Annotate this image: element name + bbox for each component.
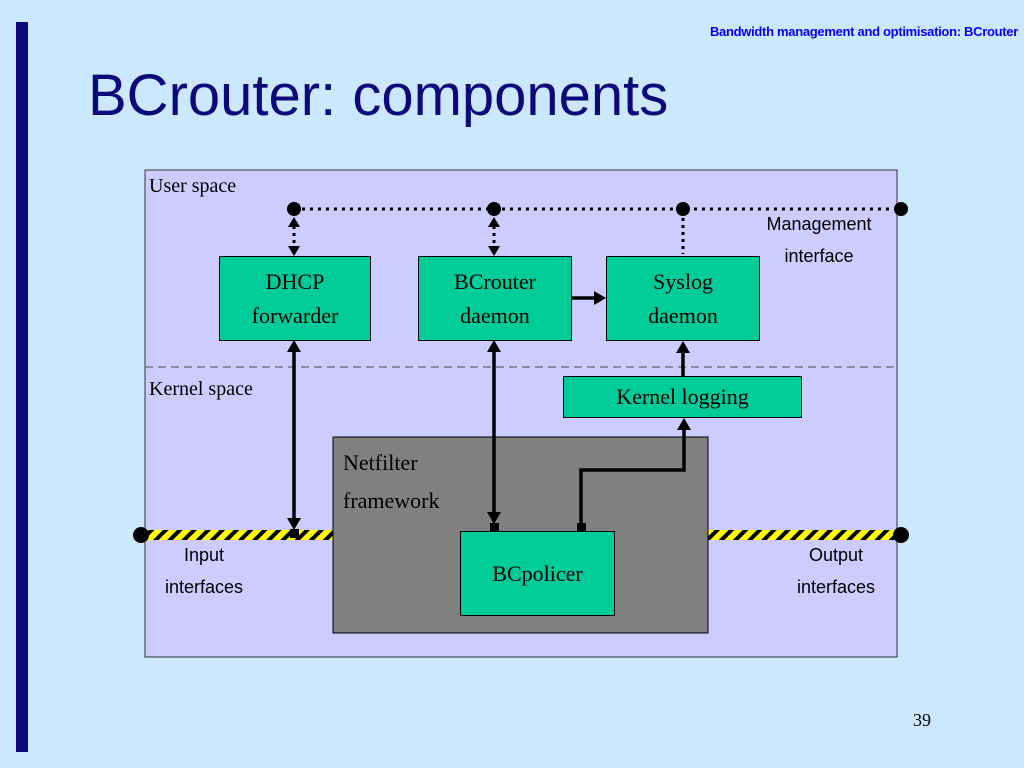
bcrouter-daemon-box: BCrouter daemon [418, 256, 572, 341]
slide-header: Bandwidth management and optimisation: B… [709, 24, 1018, 39]
interface-stripe-left [141, 530, 333, 540]
management-interface-label: Management interface [766, 214, 872, 266]
bcrouter-bcpolicer-link [487, 340, 501, 532]
output-interface-node [893, 527, 909, 543]
page-number: 39 [913, 710, 931, 730]
input-interface-node [133, 527, 149, 543]
interface-stripe-right [708, 530, 900, 540]
slide-title: BCrouter: components [88, 63, 669, 128]
dhcp-interface-link [287, 340, 301, 538]
left-accent-bar [16, 22, 28, 752]
bcrouter-syslog-link [572, 291, 606, 305]
user-space-label: User space [149, 175, 237, 197]
output-interfaces-label: Output interfaces [796, 545, 876, 597]
mgmt-node-bcrouter [487, 202, 501, 216]
kernel-logging-box: Kernel logging [563, 376, 802, 418]
mgmt-node-external [894, 202, 908, 216]
kernel-logging-syslog-link [676, 341, 690, 376]
input-interfaces-label: Input interfaces [164, 545, 244, 597]
dhcp-mgmt-link [288, 217, 300, 256]
dhcp-forwarder-box: DHCP forwarder [219, 256, 371, 341]
bcpolicer-box: BCpolicer [460, 531, 615, 616]
kernel-space-label: Kernel space [149, 378, 253, 400]
syslog-daemon-box: Syslog daemon [606, 256, 760, 341]
mgmt-node-syslog [676, 202, 690, 216]
bcpolicer-kernel-logging-link [577, 418, 691, 532]
netfilter-framework-label: Netfilter framework [343, 450, 440, 513]
bcrouter-mgmt-link [488, 217, 500, 256]
mgmt-node-dhcp [287, 202, 301, 216]
